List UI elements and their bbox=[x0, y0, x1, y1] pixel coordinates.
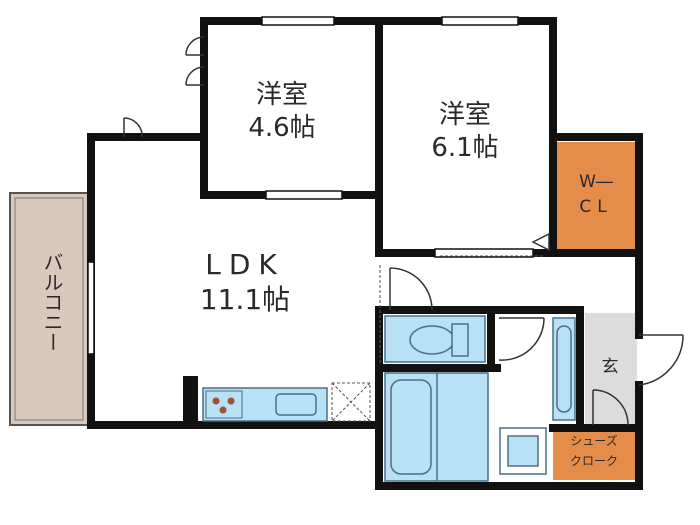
closet-label-line2: CL bbox=[579, 197, 613, 217]
shoe-closet-area bbox=[553, 428, 635, 480]
balcony-inner-line bbox=[14, 197, 84, 421]
bathtub bbox=[390, 379, 432, 475]
toilet bbox=[384, 315, 486, 363]
room-label-western-b-name: 洋室 bbox=[438, 100, 491, 130]
kitchen-counter bbox=[183, 376, 371, 422]
shoe-closet-label-line2: クローク bbox=[569, 454, 618, 468]
shoe-closet-label-line1: シューズ bbox=[570, 434, 618, 448]
room-label-western-a-name: 洋室 bbox=[255, 80, 308, 110]
kitchen-sink bbox=[275, 393, 317, 416]
door-swings bbox=[123, 36, 684, 426]
ldk-label-name: LDK bbox=[205, 248, 285, 281]
balcony-area bbox=[9, 192, 89, 426]
balcony-label: バルコニー bbox=[40, 252, 64, 352]
bathroom bbox=[384, 372, 489, 482]
sliding-doors bbox=[379, 255, 545, 365]
ldk-label-size: 11.1帖 bbox=[199, 283, 291, 316]
entrance-label: 玄 bbox=[601, 357, 619, 377]
stove bbox=[205, 390, 243, 419]
room-label-western-a-size: 4.6帖 bbox=[248, 113, 316, 143]
room-label-western-b-size: 6.1帖 bbox=[431, 133, 499, 163]
walk-in-closet-area bbox=[557, 142, 636, 253]
windows bbox=[87, 16, 534, 355]
washroom bbox=[499, 317, 576, 475]
closet-label-line1: W― bbox=[579, 172, 613, 192]
